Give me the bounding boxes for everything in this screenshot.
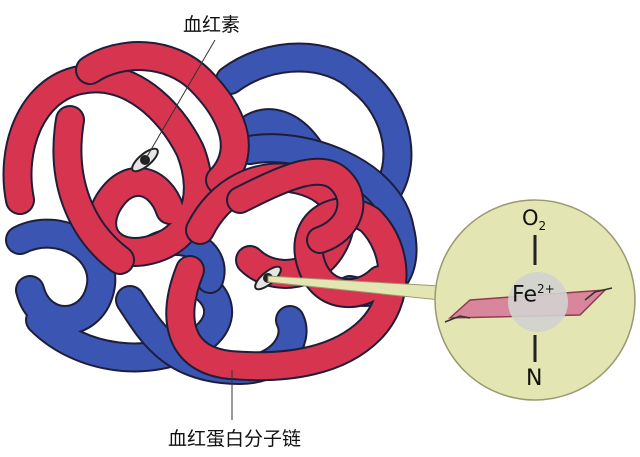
chain-label: 血红蛋白分子链 bbox=[168, 428, 302, 450]
fe-label: Fe2+ bbox=[512, 282, 555, 307]
fe-text: Fe bbox=[512, 282, 537, 308]
heme-inset bbox=[434, 199, 636, 401]
fe-charge: 2+ bbox=[537, 282, 555, 296]
o2-label: O2 bbox=[522, 206, 546, 233]
heme-leader-line bbox=[144, 39, 216, 161]
n-label: N bbox=[526, 366, 543, 391]
o2-subscript: 2 bbox=[538, 219, 547, 234]
iron-atom bbox=[508, 272, 568, 332]
heme-label: 血红素 bbox=[183, 14, 241, 36]
alpha-chains bbox=[2, 41, 408, 382]
o2-text: O bbox=[522, 206, 539, 230]
